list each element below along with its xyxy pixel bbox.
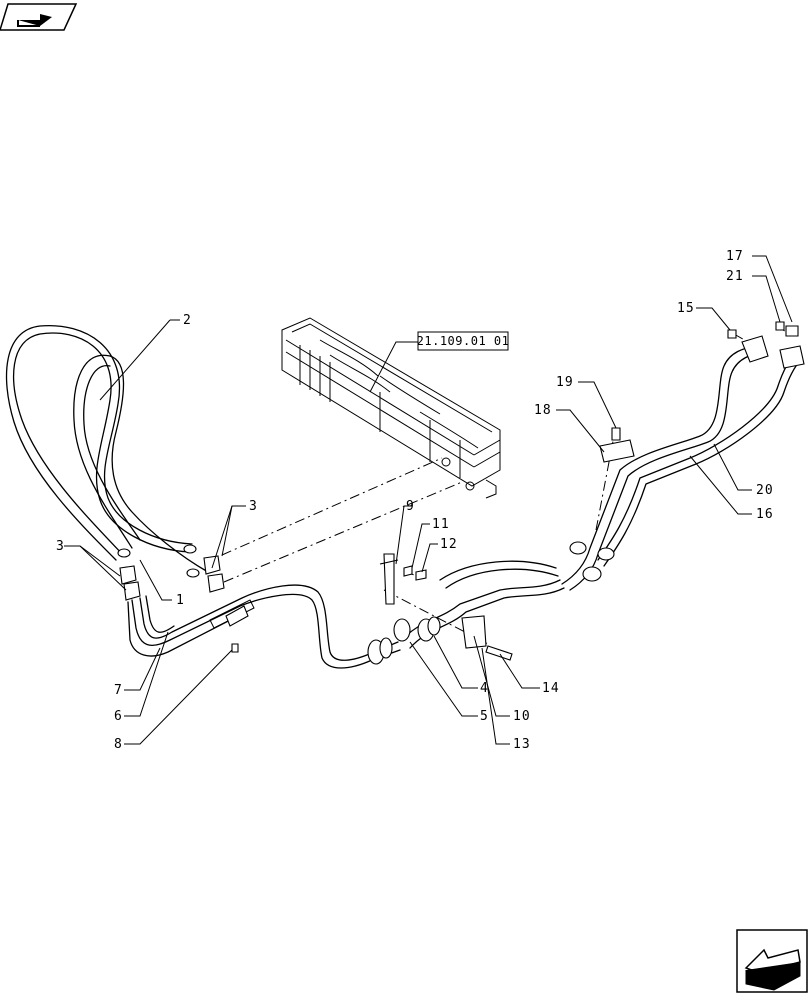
callout-7: 7 [114, 683, 123, 698]
callout-6: 6 [114, 709, 123, 724]
middle-fittings [367, 553, 565, 665]
callout-8: 8 [114, 737, 123, 752]
callout-18: 18 [534, 403, 552, 418]
clamp-parts [119, 555, 225, 601]
callout-17: 17 [726, 249, 744, 264]
callout-2: 2 [183, 313, 192, 328]
callout-9: 9 [406, 499, 415, 514]
callout-13: 13 [513, 737, 531, 752]
callout-11: 11 [432, 517, 450, 532]
callout-15: 15 [677, 301, 695, 316]
callout-1: 1 [176, 593, 185, 608]
reference-box[interactable]: 21.109.01 01 [417, 331, 510, 351]
previous-page-icon[interactable] [0, 3, 78, 31]
callout-12: 12 [440, 537, 458, 552]
callout-20: 20 [756, 483, 774, 498]
callout-16: 16 [756, 507, 774, 522]
oil-cooler-assembly [281, 317, 501, 499]
pipe-run-right [561, 321, 805, 591]
callout-14: 14 [542, 681, 560, 696]
callout-5: 5 [480, 709, 489, 724]
pipe-run-lower [127, 584, 401, 669]
callout-labels: 2 3 3 1 7 6 8 9 11 12 4 5 10 13 14 15 17… [56, 249, 774, 752]
leader-lines [64, 255, 793, 745]
callout-10: 10 [513, 709, 531, 724]
callout-3-right: 3 [249, 499, 258, 514]
hose-loop [5, 324, 209, 578]
reference-box-label: 21.109.01 01 [417, 334, 510, 348]
callout-19: 19 [556, 375, 574, 390]
next-page-icon[interactable] [736, 929, 808, 993]
callout-4: 4 [480, 681, 489, 696]
callout-3-left: 3 [56, 539, 65, 554]
callout-21: 21 [726, 269, 744, 284]
